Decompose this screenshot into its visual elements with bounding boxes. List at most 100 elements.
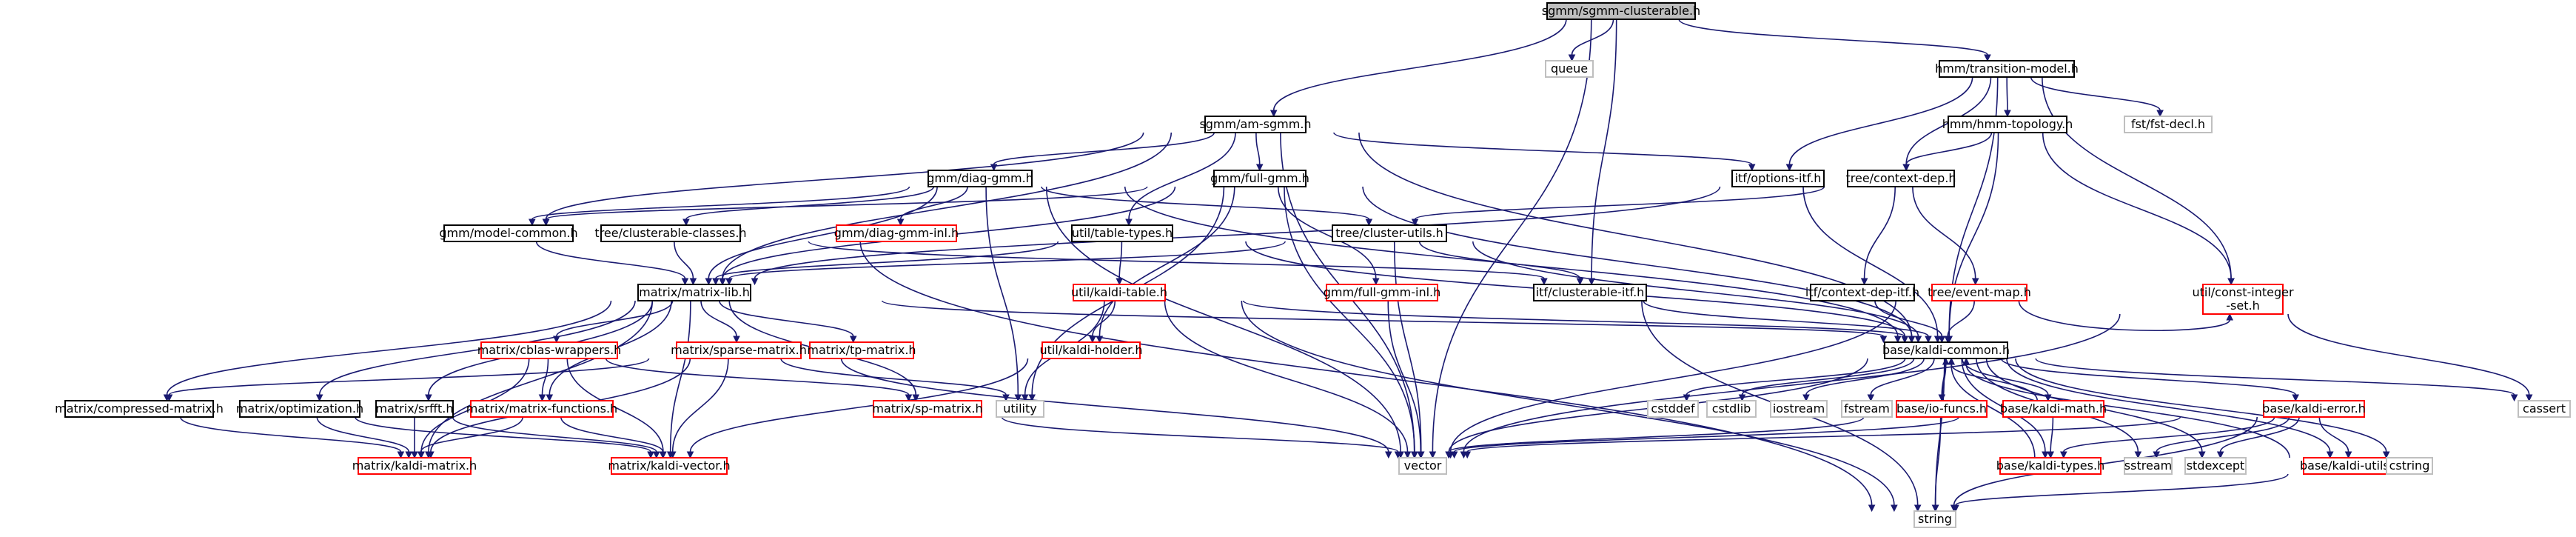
arrowhead-hmm_tm-to-fst_decl [2156, 110, 2164, 118]
edge-matrix_lib-to-matrix_tp [719, 300, 854, 337]
arrowhead-sgmm_am-to-gmm_full [1255, 164, 1264, 172]
node-label: base/kaldi-types.h [1996, 458, 2104, 473]
node-matrix-kvec[interactable]: matrix/kaldi-vector.h [608, 457, 731, 475]
edge-matrix_srfft-to-matrix_kvec [452, 416, 657, 453]
node-gmm-diag[interactable]: gmm/diag-gmm.h [927, 170, 1033, 187]
edge-base_kc-to-cassert [2035, 358, 2515, 396]
arrowhead-tree_ctx-to-tree_em [1971, 278, 1979, 286]
node-base-kc[interactable]: base/kaldi-common.h [1882, 341, 2010, 359]
arrowhead-sgmm_am-to-util_tt [1125, 219, 1133, 227]
node-util-cis[interactable]: util/const-integer-set.h [2192, 284, 2294, 315]
node-base-ke[interactable]: base/kaldi-error.h [2262, 400, 2366, 418]
arrowhead-matrix_srfft-to-matrix_kvec [652, 451, 660, 459]
arrowhead-gmm_diag-to-tree_cc [682, 219, 690, 227]
edge-gmm_diag-to-tree_cu [1041, 186, 1370, 220]
arrowhead-base_ku-to-base_kc [1962, 357, 1970, 365]
node-label: itf/options-itf.h [1735, 171, 1822, 185]
node-matrix-tp[interactable]: matrix/tp-matrix.h [807, 341, 916, 359]
node-box [1545, 60, 1594, 78]
edge-matrix_cblas-to-matrix_mf [541, 358, 549, 396]
node-util-kt[interactable]: util/kaldi-table.h [1071, 284, 1167, 301]
node-base-kt[interactable]: base/kaldi-types.h [1996, 457, 2104, 475]
edge-base_kc-to-cstddef [1686, 358, 1906, 396]
arrowhead-base_ke-to-vector [1463, 451, 1472, 459]
node-base-io[interactable]: base/io-funcs.h [1896, 400, 1988, 418]
edge-util_kh-to-matrix_kvec [689, 358, 1029, 453]
node-matrix-sp[interactable]: matrix/sp-matrix.h [872, 400, 983, 418]
node-box [1931, 284, 2027, 301]
node-box [2124, 457, 2173, 475]
node-label: gmm/diag-gmm-inl.h [834, 226, 959, 240]
node-label: cassert [2523, 401, 2566, 416]
node-tree-em[interactable]: tree/event-map.h [1928, 284, 2031, 301]
node-itf-cd[interactable]: itf/context-dep-itf.h [1805, 284, 1919, 301]
node-label: fst/fst-decl.h [2131, 117, 2205, 131]
edge-base_ke-to-stdexcept [2219, 416, 2300, 453]
arrowhead-util_tt-to-util_kt [1116, 278, 1124, 286]
node-label: matrix/compressed-matrix.h [55, 401, 224, 416]
node-matrix-mf[interactable]: matrix/matrix-functions.h [466, 400, 617, 418]
node-itf-clus[interactable]: itf/clusterable-itf.h [1533, 284, 1647, 301]
node-label: -set.h [2226, 298, 2259, 313]
node-box [1948, 116, 2067, 133]
edge-sgmm_am-to-gmm_model [545, 132, 1144, 220]
edge-base_kc-to-cstring [2015, 358, 2387, 453]
node-matrix-kmat[interactable]: matrix/kaldi-matrix.h [352, 457, 477, 475]
arrowhead-root-to-vector [1429, 451, 1437, 459]
node-util-tt[interactable]: util/table-types.h [1071, 224, 1173, 242]
node-matrix-cblas[interactable]: matrix/cblas-wrappers.h [477, 341, 622, 359]
node-cstddef: cstddef [1647, 400, 1699, 418]
node-hmm-topo[interactable]: hmm/hmm-topology.h [1942, 116, 2073, 133]
node-hmm-tm[interactable]: hmm/transition-model.h [1935, 60, 2079, 78]
node-box [809, 341, 914, 359]
arrowhead-gmm_diag-to-utility [1014, 394, 1022, 402]
arrowhead-itf_options-to-base_kc [1933, 336, 1942, 344]
node-base-ku[interactable]: base/kaldi-utils.h [2300, 457, 2401, 475]
node-itf-options[interactable]: itf/options-itf.h [1731, 170, 1825, 187]
arrowhead-matrix_lib-to-matrix_mf [546, 394, 554, 402]
node-util-kh[interactable]: util/kaldi-holder.h [1039, 341, 1143, 359]
node-base-km[interactable]: base/kaldi-math.h [2000, 400, 2107, 418]
arrowhead-matrix_cblas-to-matrix_sp [905, 394, 913, 402]
node-label: itf/clusterable-itf.h [1536, 285, 1645, 299]
node-tree-ctx[interactable]: tree/context-dep.h [1845, 170, 1956, 187]
arrowhead-matrix_srfft-to-matrix_kmat [411, 451, 418, 459]
arrowhead-matrix_sp-to-vector [1394, 451, 1402, 459]
node-tree-cu[interactable]: tree/cluster-utils.h [1332, 224, 1447, 242]
node-label: base/kaldi-common.h [1882, 343, 2010, 357]
node-box [64, 400, 214, 418]
node-gmm-diag-inl[interactable]: gmm/diag-gmm-inl.h [834, 224, 959, 242]
node-matrix-lib[interactable]: matrix/matrix-lib.h [637, 284, 751, 301]
edge-util_kt-to-base_kc [1242, 300, 1905, 337]
node-label: cstddef [1651, 401, 1695, 416]
node-box [2518, 400, 2571, 418]
node-gmm-full[interactable]: gmm/full-gmm.h [1210, 170, 1309, 187]
edge-gmm_full-to-gmm_model [545, 186, 1148, 220]
edge-base_io-to-base_kc [1942, 364, 1947, 401]
edge-matrix_mf-to-matrix_kmat [420, 416, 523, 453]
arrowhead-util_cis-to-cassert [2525, 394, 2533, 402]
node-label: vector [1404, 458, 1442, 473]
edge-tree_ctx-to-matrix_lib [754, 186, 1721, 279]
arrowhead-matrix_sparse-to-vector [1384, 451, 1392, 459]
edge-matrix_mf-to-matrix_kvec [560, 416, 664, 453]
node-tree-cc[interactable]: tree/clusterable-classes.h [594, 224, 747, 242]
node-matrix-srfft[interactable]: matrix/srfft.h [375, 400, 454, 418]
arrowhead-gmm_diag-to-gmm_diag_inl [896, 219, 905, 227]
edge-hmm_tm-to-hmm_topo [2006, 76, 2008, 111]
node-matrix-cm[interactable]: matrix/compressed-matrix.h [55, 400, 224, 418]
edge-util_kt-to-util_kh [1092, 300, 1116, 337]
arrowhead-base_io-to-vector [1445, 451, 1452, 459]
node-sgmm-am[interactable]: sgmm/am-sgmm.h [1199, 116, 1312, 133]
node-label: hmm/transition-model.h [1935, 61, 2079, 76]
node-gmm-model[interactable]: gmm/model-common.h [439, 224, 578, 242]
node-matrix-sparse[interactable]: matrix/sparse-matrix.h [671, 341, 807, 359]
node-gmm-full-inl[interactable]: gmm/full-gmm-inl.h [1324, 284, 1441, 301]
edge-sgmm_am-to-itf_options [1333, 132, 1753, 165]
edge-base_ke-to-base_kt [2063, 416, 2275, 453]
node-matrix-opt[interactable]: matrix/optimization.h [236, 400, 363, 418]
edge-hmm_topo-to-tree_ctx [1905, 132, 1993, 165]
arrowhead-gmm_full-to-utility [1028, 394, 1036, 402]
node-box [470, 400, 614, 418]
node-box [1706, 400, 1757, 418]
